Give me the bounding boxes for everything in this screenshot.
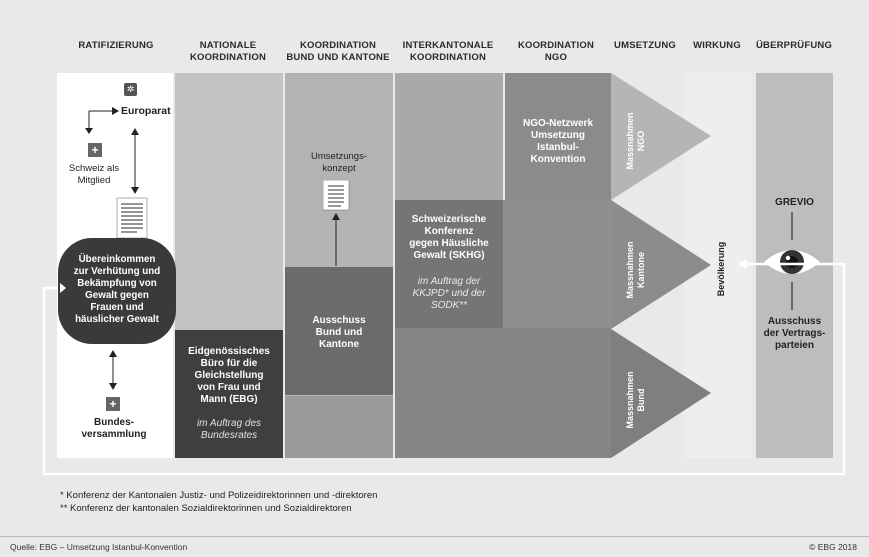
bundesversammlung-arrow (109, 350, 117, 390)
arrow-massnahmen-kantone (611, 200, 711, 329)
umsetzungskonzept-label: Umsetzungs- konzept (311, 151, 367, 174)
bundesversammlung-label: Bundes- versammlung (81, 417, 147, 440)
header-ratifizierung: RATIFIZIERUNG (78, 40, 154, 51)
footnote-1: * Konferenz der Kantonalen Justiz- und P… (60, 490, 378, 501)
uebereinkommen-label: Übereinkommen zur Verhütung und Bekämpfu… (73, 254, 161, 325)
band-bund (395, 328, 611, 458)
massnahmen-ngo-label: Massnahmen NGO (625, 112, 646, 170)
band-ngo (505, 73, 611, 200)
document-icon (323, 180, 350, 211)
source-label: Quelle: EBG – Umsetzung Istanbul-Konvent… (10, 542, 188, 552)
arrow-up-icon (332, 213, 340, 220)
arrow-right-icon (60, 283, 66, 293)
header-ueberpruefung: ÜBERPRÜFUNG (755, 40, 833, 51)
ausschuss-vertragsparteien-label: Ausschuss der Vertrags- parteien (763, 316, 826, 351)
band-bund-koord (285, 396, 393, 458)
header-nationale-koordination: NATIONALE KOORDINATION (189, 40, 267, 63)
europarat-arrows (85, 107, 119, 134)
grevio-label: GREVIO (775, 197, 814, 208)
arrow-massnahmen-ngo (611, 73, 711, 200)
header-interkantonale-koordination: INTERKANTONALE KOORDINATION (402, 40, 494, 63)
footnote-2: ** Konferenz der kantonalen Sozialdirekt… (60, 503, 352, 514)
skhg-auftrag: im Auftrag der KKJPD* und der SODK** (412, 276, 486, 311)
footer-divider (0, 536, 869, 537)
eye-graphic (764, 212, 820, 310)
arrow-massnahmen-bund (611, 329, 711, 458)
schweiz-mitglied-label: Schweiz als Mitglied (68, 163, 120, 186)
ausschuss-bund-kantone-box (285, 267, 393, 395)
swiss-cross-icon-2: + (106, 397, 120, 411)
arrow-left-icon (738, 259, 747, 269)
ebg-box (175, 330, 283, 458)
uebereinkommen-document (116, 197, 148, 239)
uebereinkommen-bubble (58, 238, 176, 344)
ausschuss-bund-kantone-label: Ausschuss Bund und Kantone (312, 315, 366, 350)
header-koordination-ngo: KOORDINATION NGO (517, 40, 595, 63)
header-koordination-bund-kantone: KOORDINATION BUND UND KANTONE (286, 40, 390, 63)
skhg-box (395, 200, 503, 328)
ebg-auftrag: im Auftrag des Bundesrates (196, 418, 262, 441)
skhg-label: Schweizerische Konferenz gegen Häusliche… (409, 214, 489, 261)
copyright-label: © EBG 2018 (809, 542, 857, 552)
europarat-label: Europarat (121, 105, 171, 117)
arrow-right-icon (112, 107, 119, 115)
swiss-cross-icon: + (88, 143, 102, 157)
document-icon (116, 197, 148, 239)
vertical-double-arrow (131, 128, 139, 194)
arrow-down-icon (85, 128, 93, 134)
ebg-label: Eidgenössisches Büro für die Gleichstell… (188, 346, 270, 405)
feedback-loop (42, 259, 846, 476)
umsetzung-arrows (611, 73, 711, 458)
konzept-document (323, 180, 350, 266)
header-umsetzung: UMSETZUNG (614, 40, 676, 51)
header-wirkung: WIRKUNG (693, 40, 741, 51)
ngo-netzwerk-label: NGO-Netzwerk Umsetzung Istanbul- Konvent… (522, 118, 593, 165)
europarat-logo-icon: ✲ (124, 83, 137, 96)
